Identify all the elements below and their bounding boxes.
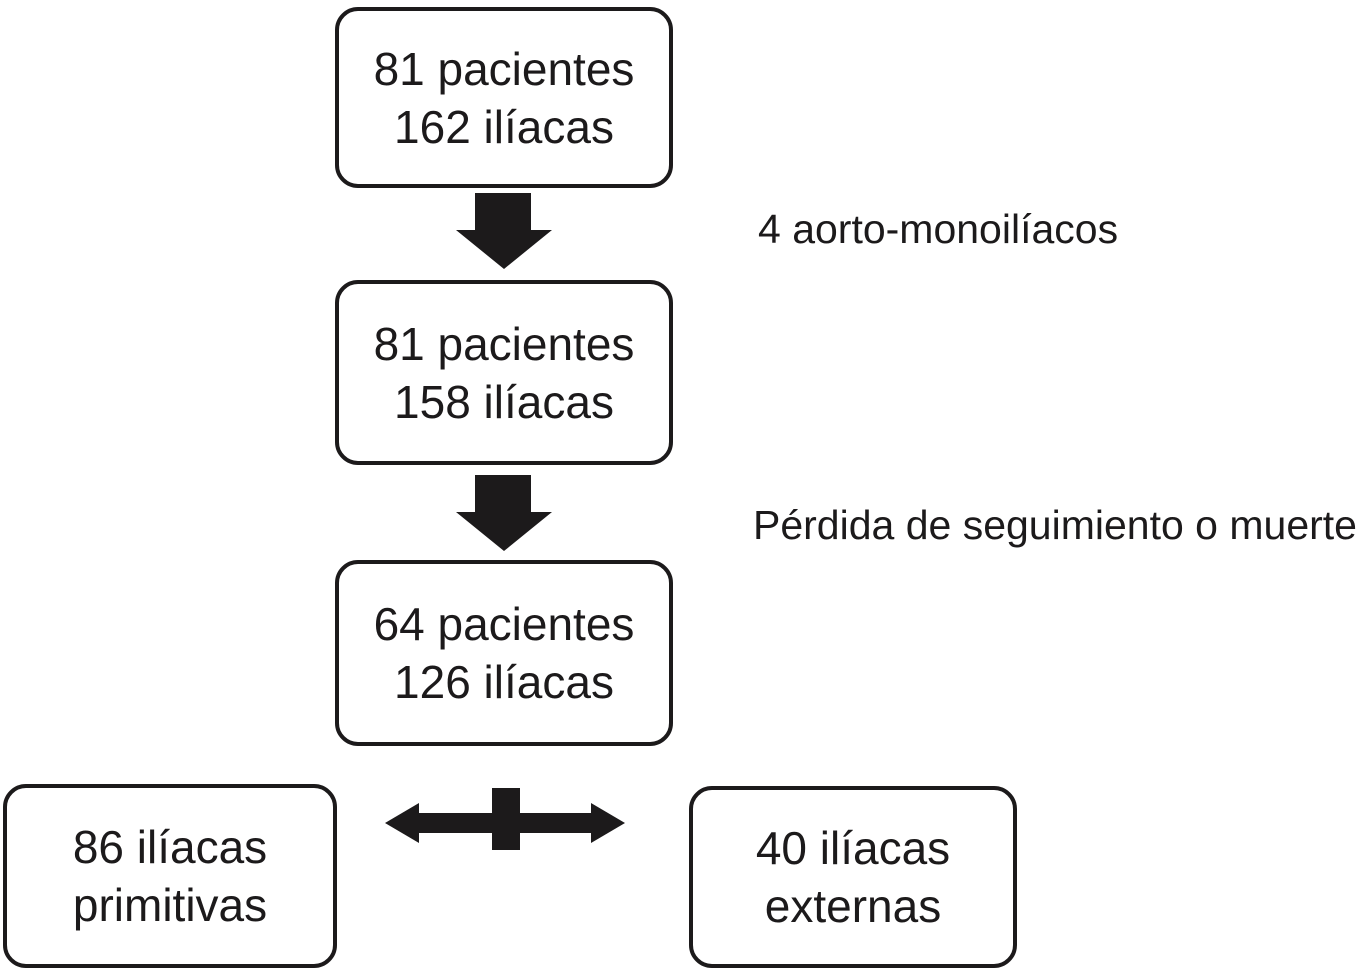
down-arrow-icon bbox=[456, 193, 552, 269]
flow-box-iliacas-primitivas: 86 ilíacas primitivas bbox=[3, 784, 337, 968]
box-text-line: 86 ilíacas bbox=[72, 821, 268, 873]
flow-box-cohort-after-exclusion: 81 pacientes 158 ilíacas bbox=[335, 280, 673, 465]
flow-box-cohort-initial: 81 pacientes 162 ilíacas bbox=[335, 7, 673, 188]
box-text-line: 64 pacientes bbox=[373, 598, 635, 650]
box-text-line: 40 ilíacas bbox=[755, 822, 951, 874]
annotation-aorto-monoiliacos: 4 aorto-monoilíacos bbox=[758, 206, 1119, 252]
box-text-line: externas bbox=[764, 880, 942, 932]
box-text-line: 158 ilíacas bbox=[394, 375, 614, 428]
box-text-line: 81 pacientes bbox=[373, 317, 635, 370]
box-text-line: 126 ilíacas bbox=[394, 656, 614, 708]
box-text-line: 81 pacientes bbox=[373, 42, 635, 95]
flow-box-iliacas-externas: 40 ilíacas externas bbox=[689, 786, 1017, 968]
flow-box-cohort-followed: 64 pacientes 126 ilíacas bbox=[335, 560, 673, 746]
annotation-perdida-seguimiento: Pérdida de seguimiento o muerte bbox=[753, 502, 1357, 548]
box-text-line: 162 ilíacas bbox=[394, 100, 614, 153]
down-arrow-icon bbox=[456, 475, 552, 551]
box-text-line: primitivas bbox=[72, 879, 268, 931]
left-right-split-arrow-icon bbox=[385, 788, 625, 850]
